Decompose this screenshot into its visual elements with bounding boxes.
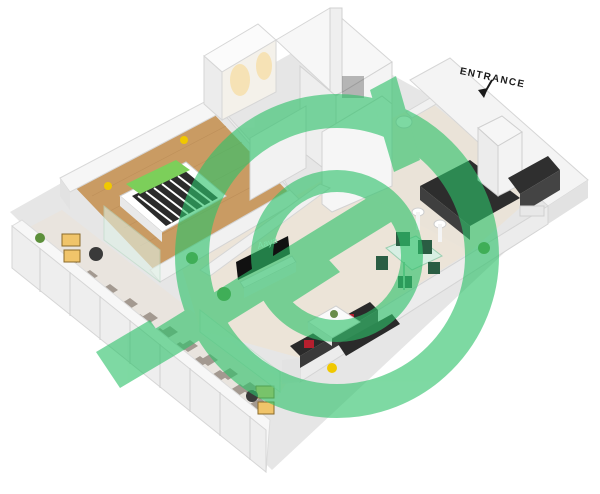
wardrobe: [203, 23, 277, 122]
watermark-logo: [96, 76, 499, 418]
bar-stools: [411, 207, 447, 242]
entrance-arrow-icon: [478, 79, 493, 98]
